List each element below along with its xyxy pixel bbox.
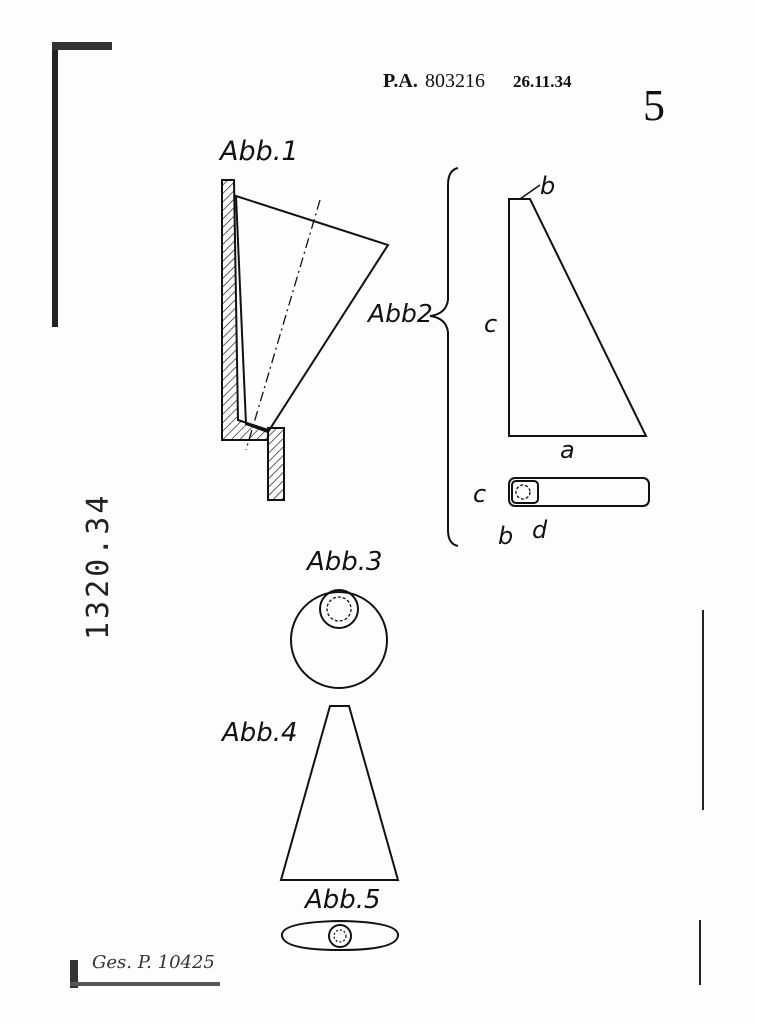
label-a-bottom: a	[560, 436, 575, 464]
dotted-stamp: 1320.34	[81, 493, 116, 640]
handwritten-note: Ges. P. 10425	[92, 952, 215, 973]
fig5-label: Abb.5	[303, 885, 381, 915]
fig2-top-view	[508, 477, 650, 507]
scan-edge-bottom-line	[70, 982, 220, 986]
fig5-circle	[328, 924, 352, 948]
fig1-drawing	[221, 179, 390, 501]
header-prefix: P.A.	[383, 70, 418, 92]
label-c-side: c	[484, 310, 497, 338]
label-c-small: c	[473, 480, 486, 508]
fig2-label: Abb2	[366, 299, 433, 328]
scan-edge-bottom	[70, 960, 78, 988]
fig2-square	[511, 480, 539, 504]
page-mark: 5	[643, 81, 665, 130]
scan-edge-top	[52, 42, 112, 50]
label-b-top: b	[540, 172, 555, 200]
fig4-label: Abb.4	[220, 718, 298, 748]
fig2-circle	[515, 484, 531, 500]
header-number: 803216	[425, 70, 485, 92]
fig3-circle	[290, 591, 388, 689]
fig1-label: Abb.1	[218, 136, 299, 167]
fig3-inner-circle	[319, 589, 359, 629]
header-date: 26.11.34	[513, 72, 572, 91]
fig2-brace	[429, 167, 459, 547]
scan-edge-left	[52, 42, 58, 327]
fig5-dashed-circle	[333, 929, 347, 943]
leader-b	[519, 184, 541, 200]
label-d-small: d	[532, 516, 548, 544]
fig3-label: Abb.3	[305, 547, 383, 577]
fig4-trapezoid	[279, 705, 400, 881]
fig5-ellipse	[280, 919, 400, 952]
label-b-small: b	[498, 522, 513, 550]
fig3-dashed-circle	[326, 596, 352, 622]
fig2-triangle	[508, 198, 648, 437]
